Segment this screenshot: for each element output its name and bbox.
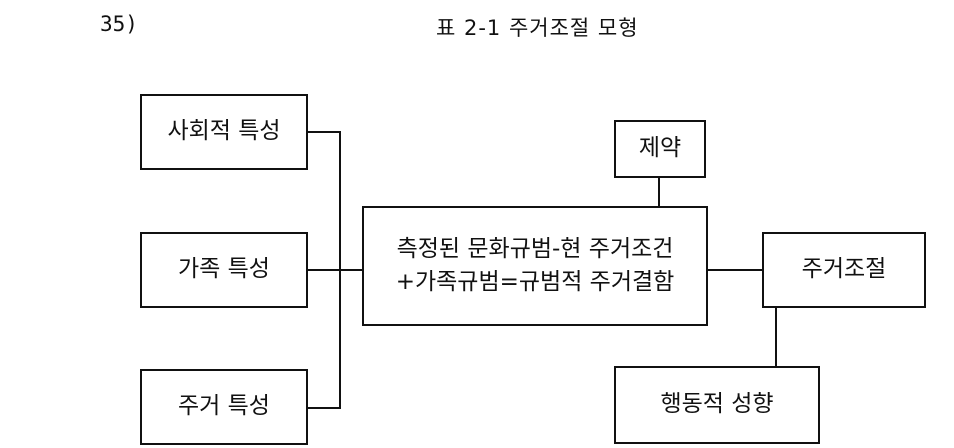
social-characteristics-box: 사회적 특성	[140, 94, 308, 170]
social-characteristics-label: 사회적 특성	[167, 118, 281, 145]
figure-caption: 표 2-1 주거조절 모형	[436, 16, 639, 40]
normative-deficit-box: 측정된 문화규범-현 주거조건 +가족규범=규범적 주거결함	[362, 206, 708, 326]
housing-adjustment-label: 주거조절	[801, 256, 887, 283]
behavioral-tendency-label: 행동적 성향	[660, 391, 774, 418]
family-characteristics-label: 가족 특성	[178, 256, 270, 283]
constraint-label: 제약	[638, 135, 682, 162]
housing-characteristics-box: 주거 특성	[140, 369, 308, 445]
housing-characteristics-label: 주거 특성	[178, 393, 270, 420]
family-characteristics-box: 가족 특성	[140, 232, 308, 308]
reference-number: 35)	[100, 12, 138, 36]
behavioral-tendency-box: 행동적 성향	[614, 366, 820, 444]
normative-deficit-line1: 측정된 문화규범-현 주거조건	[396, 235, 674, 262]
housing-adjustment-box: 주거조절	[762, 232, 926, 308]
constraint-box: 제약	[614, 120, 706, 178]
normative-deficit-line2: +가족규범=규범적 주거결함	[395, 269, 675, 295]
